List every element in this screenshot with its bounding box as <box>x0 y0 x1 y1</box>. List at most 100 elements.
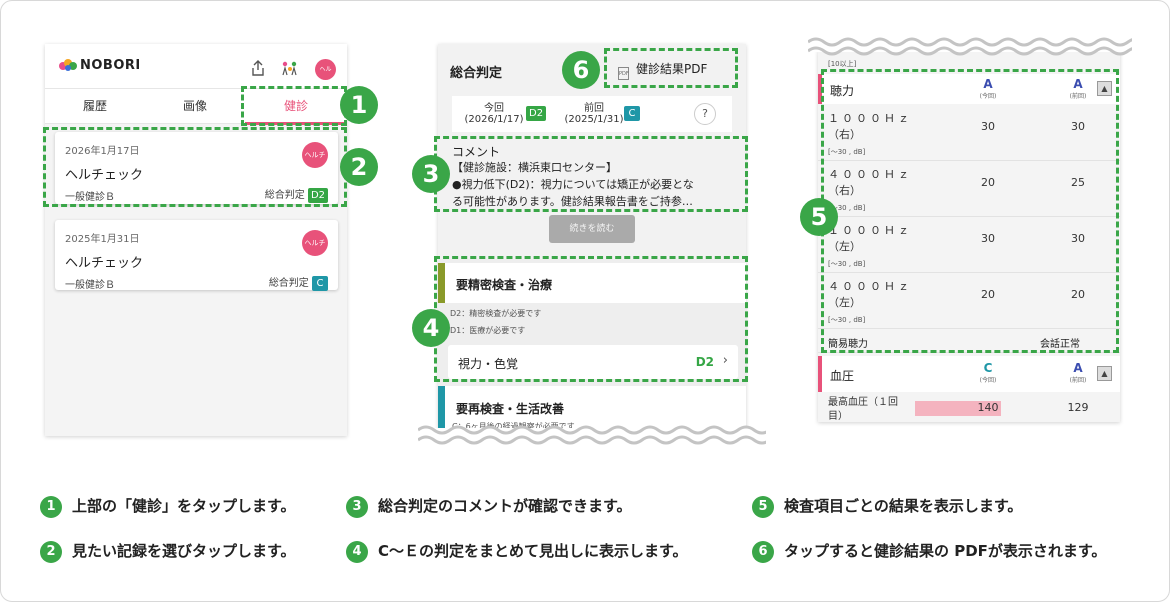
legend-text: 検査項目ごとの結果を表示します。 <box>784 497 1023 515</box>
current-grade: C (今回) <box>968 361 1008 384</box>
logo-icon <box>59 59 77 71</box>
row-sublabel: （左） <box>828 240 861 253</box>
grade-value: A <box>1073 77 1083 91</box>
hearing-header: 聴力 A (今回) A (前回) ▲ <box>818 74 1120 104</box>
cut-row-text: [10以上] <box>828 60 857 68</box>
pdf-icon: PDF <box>618 67 629 80</box>
legend-text: タップすると健診結果の PDFが表示されます。 <box>784 542 1107 560</box>
tab-history[interactable]: 履歴 <box>82 99 107 113</box>
tab-checkup[interactable]: 健診 <box>245 89 347 125</box>
legend-item-6: 6 タップすると健診結果の PDFが表示されます。 <box>752 540 1106 563</box>
current-exam: 今回 (2026/1/17) <box>458 99 530 125</box>
record-card[interactable]: 2026年1月17日 ヘルチェック 一般健診Ｂ ヘルチ 総合判定 D2 <box>55 132 338 204</box>
record-card[interactable]: 2025年1月31日 ヘルチェック 一般健診Ｂ ヘルチ 総合判定 C <box>55 220 338 291</box>
exam-item-vision[interactable]: 視力・色覚 D2 › <box>448 345 738 379</box>
row-label: 簡易聴力 <box>828 339 868 350</box>
section-color-bar <box>818 356 822 392</box>
legend-item-3: 3 総合判定のコメントが確認できます。 <box>346 495 632 518</box>
cut-edge <box>418 425 766 448</box>
marker-1: 1 <box>340 86 378 124</box>
legend-item-1: 1 上部の「健診」をタップします。 <box>40 495 296 518</box>
app-header: NOBORI ヘル <box>45 44 347 88</box>
record-date: 2025年1月31日 <box>65 234 140 245</box>
record-date: 2026年1月17日 <box>65 146 140 157</box>
grade-sub: (前回) <box>1069 377 1087 384</box>
legend-number: 3 <box>346 496 368 518</box>
reference-range: [～30 , dB] <box>828 260 866 268</box>
collapse-toggle[interactable]: ▲ <box>1097 81 1112 96</box>
previous-value: 129 <box>1067 401 1089 414</box>
legend-text: 見たい記録を選びタップします。 <box>72 542 296 560</box>
legend-number: 5 <box>752 496 774 518</box>
previous-grade-badge: C <box>624 106 640 121</box>
result-row: ４０００Ｈｚ （右） [～30 , dB] 20 25 <box>818 161 1120 217</box>
record-title: ヘルチェック <box>65 256 144 271</box>
section-color-bar <box>438 386 445 429</box>
overall-judgment: 総合判定 D2 <box>265 186 328 203</box>
grade-note: D2：精密検査が必要です <box>450 309 542 318</box>
current-value: 20 <box>981 176 995 189</box>
page-title: 総合判定 <box>450 66 503 81</box>
tab-images[interactable]: 画像 <box>182 99 207 113</box>
grade-sub: (今回) <box>979 93 997 100</box>
item-grade: D2 <box>695 355 714 369</box>
legend-text: 総合判定のコメントが確認できます。 <box>378 497 632 515</box>
previous-value: 30 <box>1071 232 1085 245</box>
bp-header: 血圧 C (今回) A (前回) ▲ <box>818 356 1120 392</box>
row-label: １０００Ｈｚ <box>828 112 912 125</box>
previous-date: (2025/1/31) <box>564 114 624 125</box>
previous-exam: 前回 (2025/1/31) <box>558 99 630 125</box>
legend-number: 1 <box>40 496 62 518</box>
row-sublabel: （右） <box>828 128 861 141</box>
marker-4: 4 <box>412 309 450 347</box>
legend-number: 2 <box>40 541 62 563</box>
comment-line: ●視力低下(D2)：視力については矯正が必要とな <box>452 178 694 191</box>
comment-title: コメント <box>452 145 501 159</box>
marker-6: 6 <box>562 51 600 89</box>
help-button[interactable]: ? <box>694 103 716 125</box>
row-sublabel: （右） <box>828 184 861 197</box>
family-icon[interactable] <box>281 60 299 76</box>
section-title: 要精密検査・治療 <box>456 278 553 292</box>
legend-item-5: 5 検査項目ごとの結果を表示します。 <box>752 495 1022 518</box>
section-detailed-exam: 要精密検査・治療 <box>438 263 746 303</box>
section-title: 要再検査・生活改善 <box>456 402 565 416</box>
row-label: ４０００Ｈｚ <box>828 280 912 293</box>
grade-value: A <box>1073 361 1083 375</box>
section-title: 血圧 <box>830 369 855 383</box>
result-row: ４０００Ｈｚ （左） [～30 , dB] 20 20 <box>818 273 1120 329</box>
user-avatar[interactable]: ヘル <box>315 59 336 80</box>
legend-number: 6 <box>752 541 774 563</box>
comment-body: 【健診施設：横浜東口センター】 ●視力低下(D2)：視力については矯正が必要とな… <box>452 159 742 210</box>
current-date: (2026/1/17) <box>464 114 524 125</box>
current-label: 今回 <box>484 103 504 114</box>
grade-note: D1：医療が必要です <box>450 326 526 335</box>
legend-text: 上部の「健診」をタップします。 <box>72 497 296 515</box>
previous-value: 30 <box>1071 120 1085 133</box>
current-grade: A (今回) <box>968 77 1008 100</box>
record-type: 一般健診Ｂ <box>65 280 115 291</box>
read-more-button[interactable]: 続きを読む <box>549 215 635 243</box>
result-row: 簡易聴力 会話正常 <box>818 329 1120 353</box>
cut-edge <box>808 36 1132 56</box>
collapse-toggle[interactable]: ▲ <box>1097 366 1112 381</box>
result-row: 最高血圧（１回 目） 140 129 <box>818 392 1120 422</box>
current-value: 20 <box>981 288 995 301</box>
row-label-line: 最高血圧（１回 <box>828 397 898 408</box>
grade-value: A <box>983 77 993 91</box>
grade-value: C <box>983 361 993 375</box>
previous-label: 前回 <box>584 103 604 114</box>
record-tabs: 履歴 画像 健診 <box>45 88 347 125</box>
section-title: 聴力 <box>830 84 855 98</box>
row-label-line: 目） <box>828 411 848 422</box>
row-value: 会話正常 <box>1040 339 1080 350</box>
row-sublabel: （左） <box>828 296 861 309</box>
comment-line: 【健診施設：横浜東口センター】 <box>452 161 617 174</box>
previous-value: 25 <box>1071 176 1085 189</box>
share-icon[interactable] <box>251 60 265 76</box>
section-color-bar <box>818 74 822 104</box>
record-avatar: ヘルチ <box>302 142 328 168</box>
reference-range: [～30 , dB] <box>828 148 866 156</box>
